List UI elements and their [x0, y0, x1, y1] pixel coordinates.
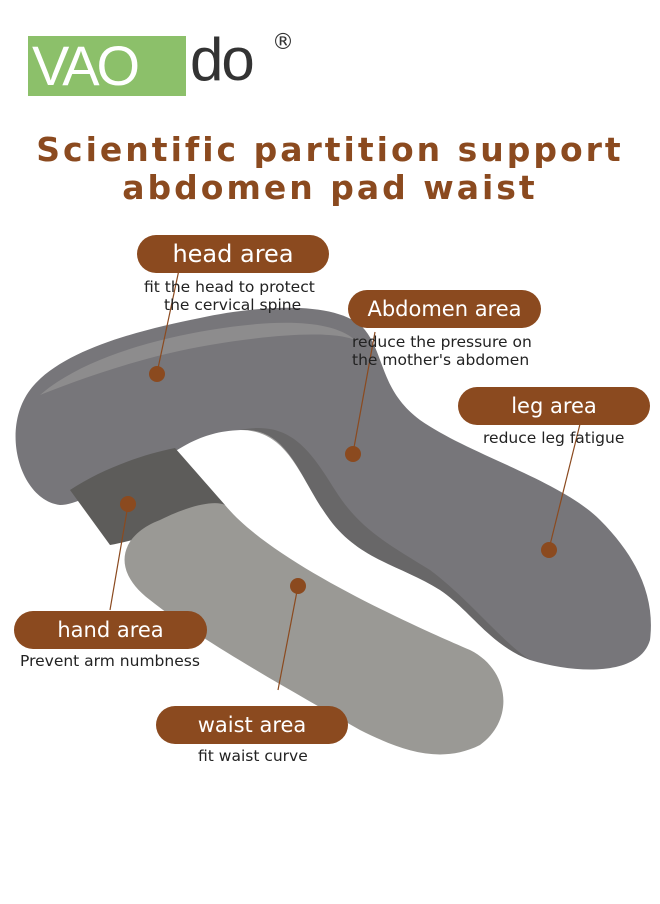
head-marker-dot	[149, 366, 165, 382]
abdomen-leader-line	[352, 331, 376, 454]
waist-marker-dot	[290, 578, 306, 594]
pillow-highlight	[40, 322, 355, 395]
logo-boxed-text: VAO	[32, 34, 140, 97]
head-area-description-1: fit the head to protect	[144, 278, 315, 296]
head-leader-line	[156, 264, 181, 374]
head-area-description-2: the cervical spine	[164, 296, 302, 314]
waist-area-label: waist area	[156, 706, 348, 744]
leg-leader-line	[548, 423, 581, 550]
pillow-arm-section	[124, 503, 504, 755]
logo-tail-text: do	[190, 26, 255, 93]
hand-area-description: Prevent arm numbness	[20, 652, 200, 670]
abdomen-area-description-1: reduce the pressure on	[352, 333, 532, 351]
brand-logo: VAO do ®	[28, 30, 298, 100]
leg-area-label: leg area	[458, 387, 650, 425]
abdomen-area-description-2: the mother's abdomen	[352, 351, 530, 369]
waist-leader-line	[277, 585, 299, 691]
leg-marker-dot	[541, 542, 557, 558]
headline-line-2: abdomen pad waist	[122, 168, 538, 207]
abdomen-marker-dot	[345, 446, 361, 462]
head-area-label: head area	[137, 235, 329, 273]
hand-marker-dot	[120, 496, 136, 512]
abdomen-area-label: Abdomen area	[348, 290, 541, 328]
hand-leader-line	[109, 504, 129, 611]
logo-green-box: VAO	[28, 36, 186, 96]
waist-area-description: fit waist curve	[198, 747, 308, 765]
hand-area-label: hand area	[14, 611, 207, 649]
leg-area-description: reduce leg fatigue	[483, 429, 625, 447]
pillow-shadow	[240, 428, 530, 660]
registered-mark: ®	[272, 30, 294, 55]
headline-line-1: Scientific partition support	[36, 130, 624, 169]
